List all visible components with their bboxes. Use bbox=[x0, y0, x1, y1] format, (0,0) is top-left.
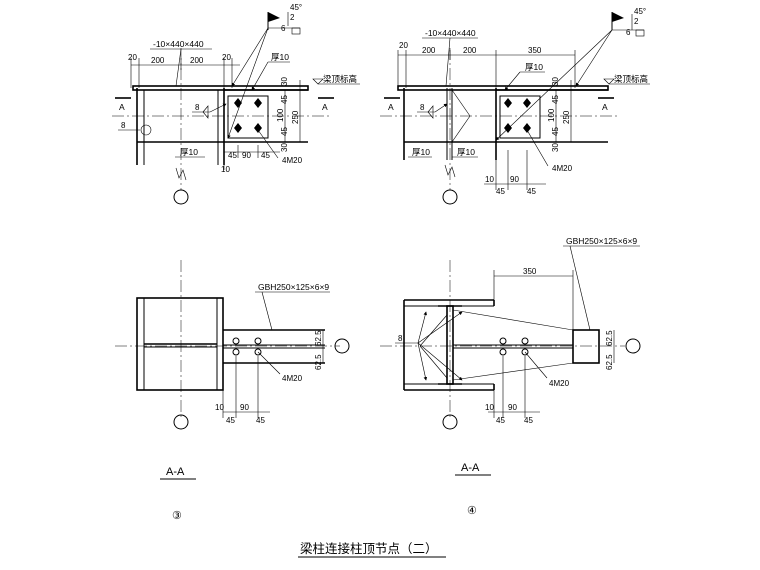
dim-top-4-3: 350 bbox=[528, 46, 542, 55]
detail-number-3: ③ bbox=[172, 510, 182, 522]
dim-plan-b-2: 45 bbox=[226, 416, 235, 425]
dim-plan4-b-1: 90 bbox=[508, 403, 517, 412]
dim-b-0: 45 bbox=[228, 151, 237, 160]
bolt-label-4: 4M20 bbox=[552, 164, 573, 173]
dim-b-1: 90 bbox=[242, 151, 251, 160]
dim-v4-3: 45 bbox=[551, 127, 560, 136]
dim-plan4-side-0: 62.5 bbox=[605, 330, 614, 346]
dim-top-4-1: 200 bbox=[422, 46, 436, 55]
cut-mark-left-4: A bbox=[388, 102, 394, 112]
weld-gap: 2 bbox=[290, 13, 295, 22]
detail-3-elevation: A A 20 200 200 20 -10×440×440 厚10 厚10 8 … bbox=[112, 3, 360, 205]
dim-v-0: 30 bbox=[280, 77, 289, 86]
weld-gap-4: 2 bbox=[634, 17, 639, 26]
weld-leg: 6 bbox=[281, 24, 286, 33]
dim-plan-b-3: 45 bbox=[256, 416, 265, 425]
beam-section-label-4: GBH250×125×6×9 bbox=[566, 236, 637, 246]
dim-plan-side-1: 62.5 bbox=[314, 354, 323, 370]
section-caption-3: A-A bbox=[166, 466, 185, 478]
dim-plan-top-4: 350 bbox=[523, 267, 537, 276]
dim-plan-b-0: 10 bbox=[215, 403, 224, 412]
detail-3-plan: GBH250×125×6×9 62.5 62.5 4M20 10 90 45 4… bbox=[115, 260, 350, 522]
plate-label: -10×440×440 bbox=[153, 39, 204, 49]
dim-v-2: 100 bbox=[276, 108, 285, 122]
weld-angle: 45° bbox=[290, 3, 302, 12]
dim-b4-2: 45 bbox=[496, 187, 505, 196]
dim-plan4-side-1: 62.5 bbox=[605, 354, 614, 370]
dim-v4-2: 100 bbox=[547, 108, 556, 122]
weld-size-4: 8 bbox=[420, 103, 425, 112]
thickness-label-4: 厚10 bbox=[525, 62, 543, 72]
weld-leg-4: 6 bbox=[626, 28, 631, 37]
cut-mark-right: A bbox=[322, 102, 328, 112]
dim-top-1: 200 bbox=[151, 56, 165, 65]
dim-plan4-b-3: 45 bbox=[524, 416, 533, 425]
weld-angle-4: 45° bbox=[634, 7, 646, 16]
dim-v4-5: 250 bbox=[562, 110, 571, 124]
dim-plan-side-0: 62.5 bbox=[314, 330, 323, 346]
dim-v4-1: 45 bbox=[551, 95, 560, 104]
drawing-title: 梁柱连接柱顶节点（二） bbox=[300, 541, 438, 556]
section-caption-4: A-A bbox=[461, 462, 480, 474]
dim-v-4: 30 bbox=[280, 143, 289, 152]
detail-4-plan: 8 350 GBH250×125×6×9 62.5 62.5 4M20 10 9… bbox=[380, 236, 641, 517]
dim-v4-4: 30 bbox=[551, 143, 560, 152]
dim-b4-1: 90 bbox=[510, 175, 519, 184]
thickness-label-2: 厚10 bbox=[180, 147, 198, 157]
detail-4-elevation: A A 20 200 200 350 -10×440×440 厚10 厚10 厚… bbox=[380, 7, 650, 205]
dim-plan4-b-0: 10 bbox=[485, 403, 494, 412]
dim-plan4-b-2: 45 bbox=[496, 416, 505, 425]
weld-size-plan-4: 8 bbox=[398, 334, 403, 343]
dim-top-4-2: 200 bbox=[463, 46, 477, 55]
dim-plan-b-1: 90 bbox=[240, 403, 249, 412]
beam-top-label-4: 梁顶标高 bbox=[614, 74, 648, 84]
thickness-label: 厚10 bbox=[271, 52, 289, 62]
dim-top-0: 20 bbox=[128, 53, 137, 62]
beam-top-label: 梁顶标高 bbox=[323, 74, 357, 84]
cut-mark-right-4: A bbox=[602, 102, 608, 112]
dim-b4-3: 45 bbox=[527, 187, 536, 196]
weld-size-2: 8 bbox=[121, 121, 126, 130]
dim-top-4-0: 20 bbox=[399, 41, 408, 50]
dim-top-3: 20 bbox=[222, 53, 231, 62]
bolt-label-plan: 4M20 bbox=[282, 374, 303, 383]
plate-label-4: -10×440×440 bbox=[425, 28, 476, 38]
dim-v4-0: 30 bbox=[551, 77, 560, 86]
dim-v-1: 45 bbox=[280, 95, 289, 104]
dim-b-2: 45 bbox=[261, 151, 270, 160]
dim-b-3: 10 bbox=[221, 165, 230, 174]
dim-top-2: 200 bbox=[190, 56, 204, 65]
dim-v-5: 250 bbox=[291, 110, 300, 124]
weld-size: 8 bbox=[195, 103, 200, 112]
bolt-label: 4M20 bbox=[282, 156, 303, 165]
dim-v-3: 45 bbox=[280, 127, 289, 136]
thickness-label-4-2: 厚10 bbox=[412, 147, 430, 157]
detail-number-4: ④ bbox=[467, 505, 477, 517]
bolt-label-plan-4: 4M20 bbox=[549, 379, 570, 388]
beam-section-label: GBH250×125×6×9 bbox=[258, 282, 329, 292]
cut-mark-left: A bbox=[119, 102, 125, 112]
thickness-label-4-3: 厚10 bbox=[457, 147, 475, 157]
dim-b4-0: 10 bbox=[485, 175, 494, 184]
